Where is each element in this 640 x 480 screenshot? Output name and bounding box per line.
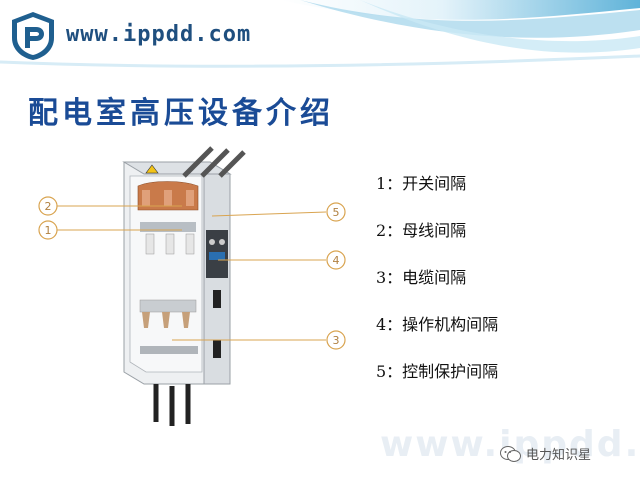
header-band <box>0 0 640 70</box>
legend-item-5: 5：控制保护间隔 <box>376 362 499 381</box>
legend-item-1: 1：开关间隔 <box>376 174 467 193</box>
wechat-badge: 电力知识星 <box>500 444 591 463</box>
brand-logo-icon <box>8 10 58 62</box>
callout-2: 2 <box>45 200 52 213</box>
callout-1: 1 <box>45 224 52 237</box>
wechat-account-name: 电力知识星 <box>526 448 592 463</box>
callout-3: 3 <box>333 334 340 347</box>
switchgear-illustration: 2 1 5 4 3 <box>32 140 362 440</box>
legend-item-4: 4：操作机构间隔 <box>376 315 499 334</box>
site-url: www.ippdd.com <box>66 22 252 47</box>
wechat-icon <box>500 445 521 462</box>
callout-4: 4 <box>333 254 340 267</box>
legend-item-3: 3：电缆间隔 <box>376 268 467 287</box>
callout-5: 5 <box>333 206 340 219</box>
legend-item-2: 2：母线间隔 <box>376 221 467 240</box>
slide-title: 配电室高压设备介绍 <box>28 96 334 131</box>
compartment-legend: 1：开关间隔 2：母线间隔 3：电缆间隔 4：操作机构间隔 5：控制保护间隔 <box>376 170 626 405</box>
